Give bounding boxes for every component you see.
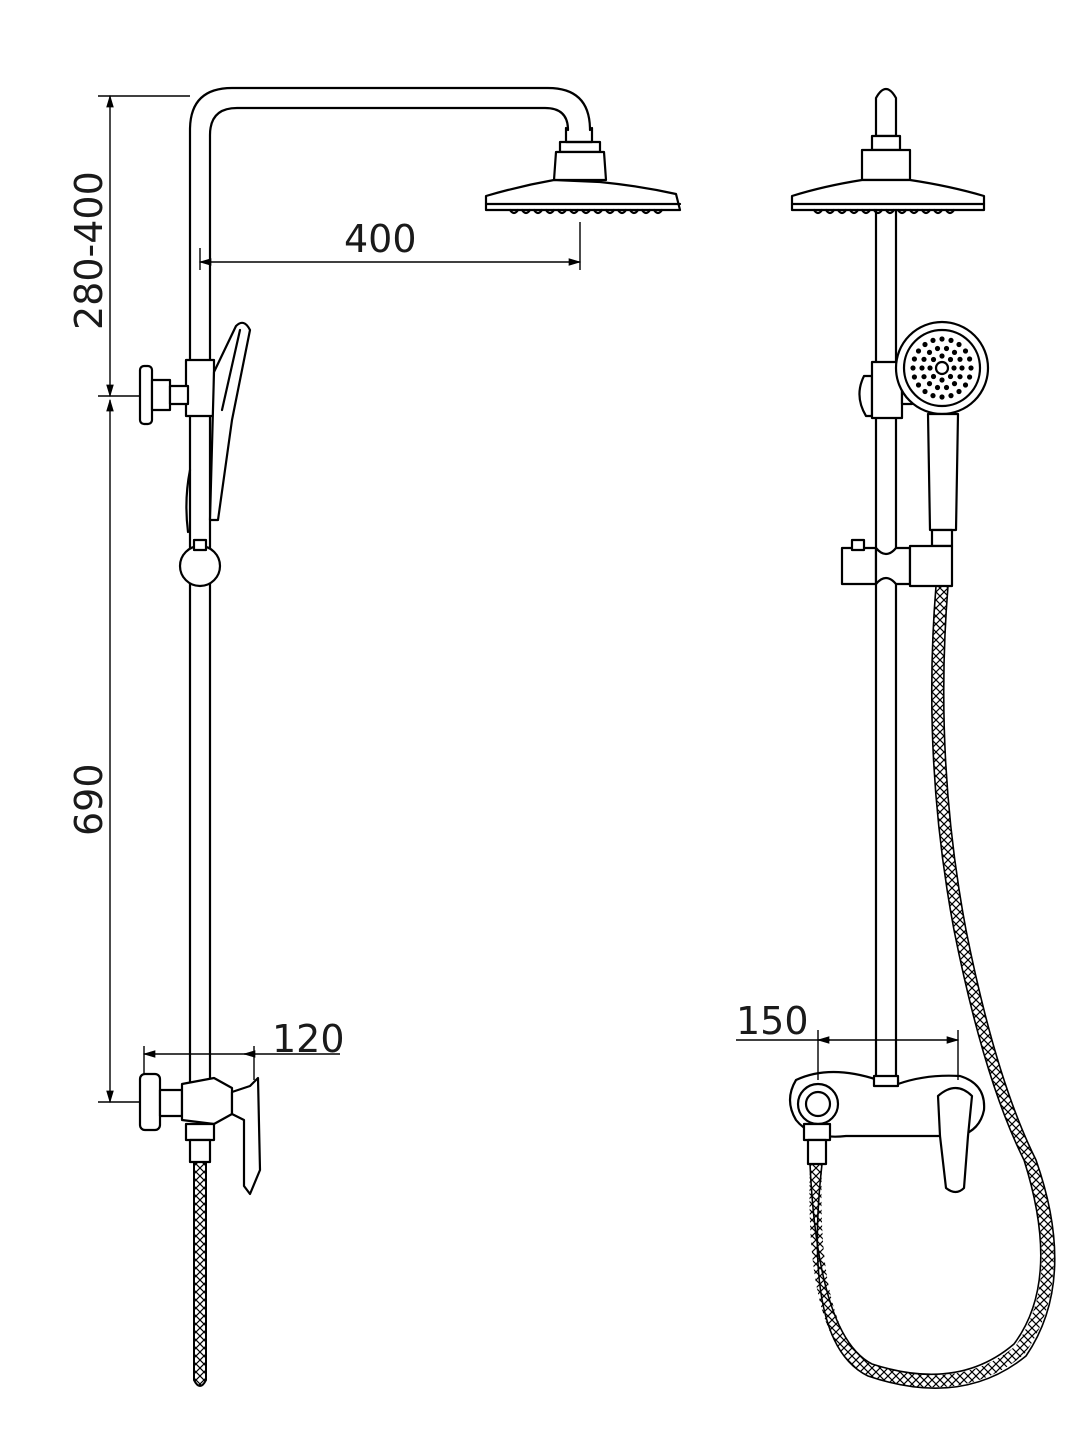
side-view	[138, 86, 682, 1387]
front-view	[788, 87, 1056, 1389]
nozzle-dot	[930, 337, 936, 343]
nozzle-dot	[939, 377, 945, 383]
nozzle-dot	[967, 374, 973, 380]
side-upper-holder	[184, 358, 216, 418]
nozzle-dot	[919, 365, 925, 371]
nozzle-dot	[926, 381, 933, 387]
side-hand-shower	[208, 321, 252, 522]
front-top-cap	[874, 87, 898, 138]
nozzle-dot	[957, 356, 963, 362]
nozzle-dot	[930, 393, 936, 399]
nozzle-dot	[943, 345, 950, 352]
side-riser-arm-inner	[208, 106, 570, 1087]
nozzle-dot	[910, 365, 916, 371]
nozzle-dot	[956, 388, 962, 395]
nozzle-dot	[926, 349, 933, 355]
nozzle-dot	[951, 381, 958, 387]
side-head-connector	[564, 126, 594, 144]
nozzle-dot	[968, 365, 974, 371]
nozzle-dot	[956, 341, 962, 348]
side-upper-wall-bracket	[138, 364, 190, 426]
front-riser	[874, 208, 898, 1082]
dimension-arm-length: 400	[344, 217, 417, 261]
nozzle-dot	[948, 393, 954, 399]
dimension-mixer-centers: 150	[736, 999, 809, 1043]
nozzle-dot	[947, 373, 954, 380]
nozzle-dot	[939, 394, 945, 400]
side-hose	[193, 1161, 207, 1387]
nozzle-dot	[951, 365, 957, 371]
nozzle-dot	[921, 374, 927, 380]
dimension-head-drop: 280-400	[67, 171, 111, 330]
side-riser-arm	[188, 86, 592, 1087]
nozzle-dot	[911, 356, 918, 362]
nozzle-dot	[915, 382, 922, 388]
nozzle-dot	[947, 356, 954, 363]
nozzle-dot	[951, 349, 958, 355]
nozzle-dot	[959, 365, 965, 371]
nozzle-dot	[939, 336, 945, 342]
nozzle-dot	[934, 384, 941, 391]
front-slider	[840, 538, 954, 588]
front-hand-shower	[894, 320, 990, 548]
front-mixer	[788, 1070, 986, 1194]
nozzle-dot	[927, 365, 933, 371]
nozzle-dot	[939, 353, 945, 359]
nozzle-dot	[957, 374, 963, 380]
nozzle-dot	[930, 373, 937, 380]
front-rain-head	[790, 178, 986, 212]
side-rain-nozzles	[508, 208, 664, 215]
nozzle-dot	[930, 356, 937, 363]
nozzle-dot	[948, 337, 954, 343]
hand-shower-nozzles	[910, 336, 974, 400]
nozzle-dot	[922, 388, 928, 395]
nozzle-dot	[934, 345, 941, 352]
dimension-lines	[98, 94, 960, 1104]
nozzle-dot	[921, 356, 927, 362]
nozzle-dot	[962, 382, 969, 388]
nozzle-dot	[967, 356, 973, 362]
nozzle-dot	[962, 348, 969, 354]
front-hose	[809, 585, 1054, 1388]
dimension-rail-height: 690	[67, 763, 111, 836]
nozzle-dot	[922, 341, 928, 348]
nozzle-dot	[943, 384, 950, 391]
dimension-mixer-depth: 120	[272, 1017, 345, 1061]
nozzle-dot	[911, 374, 918, 380]
side-slider	[178, 544, 222, 588]
side-rain-head	[484, 178, 682, 212]
nozzle-dot	[915, 348, 922, 354]
dimension-labels: 280-400 400 690 120 150	[67, 171, 809, 1061]
